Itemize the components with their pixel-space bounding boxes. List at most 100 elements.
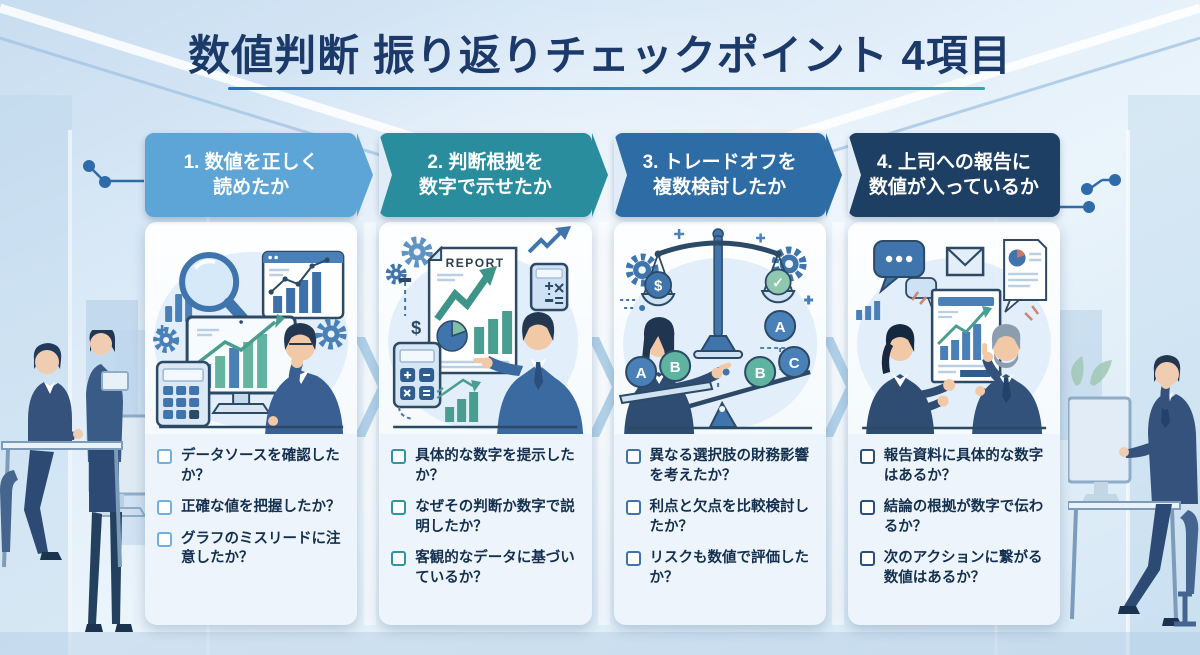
report-discussion-illustration bbox=[855, 239, 1051, 434]
column-3-header: 3. トレードオフを 複数検討したか bbox=[613, 133, 843, 217]
report-document-icon: REPORT bbox=[426, 245, 518, 375]
checklist-item-text: なぜその判断か数字で説明したか？ bbox=[415, 499, 575, 535]
column-4-header-line1: 4. 上司への報告に bbox=[876, 151, 1031, 173]
checklist-item-text: 次のアクションに繋がる数値はあるか？ bbox=[883, 550, 1043, 586]
checkbox[interactable] bbox=[157, 531, 172, 547]
checklist-item-text: グラフのミスリードに注意したか？ bbox=[181, 530, 341, 567]
checklist-item: なぜその判断か数字で説明したか？ bbox=[391, 498, 582, 537]
column-4-header: 4. 上司への報告に 数値が入っているか bbox=[847, 133, 1060, 217]
column-2-card: REPORT bbox=[379, 222, 592, 625]
checklist-item: 正確な値を把握したか？ bbox=[157, 498, 348, 518]
circuit-dots-decoration-left bbox=[83, 160, 144, 188]
checklist-item-text: 客観的なデータに基づいているか？ bbox=[415, 550, 575, 586]
column-2-illustration: REPORT bbox=[379, 222, 592, 434]
checkbox[interactable] bbox=[859, 449, 875, 464]
option-tray: A B bbox=[618, 350, 713, 405]
checklist-item: 利点と欠点を比較検討したか？ bbox=[625, 498, 817, 537]
checklist-item-text: 異なる選択肢の財務影響を考えたか？ bbox=[649, 448, 810, 484]
column-3-card: $ ✓ A bbox=[613, 222, 826, 625]
check-pan-label: ✓ bbox=[772, 275, 784, 291]
column-2-checklist: 具体的な数字を提示したか？ なぜその判断か数字で説明したか？ 客観的なデータに基… bbox=[379, 434, 591, 596]
chart-panel-icon bbox=[261, 250, 345, 320]
checklist-item: 次のアクションに繋がる数値はあるか？ bbox=[859, 549, 1051, 588]
checklist-item: 具体的な数字を提示したか？ bbox=[391, 447, 582, 486]
column-1-header: 1. 数値を正しく 読めたか bbox=[145, 133, 374, 217]
column-3-checklist: 異なる選択肢の財務影響を考えたか？ 利点と欠点を比較検討したか？ リスクも数値で… bbox=[614, 434, 826, 596]
gear-icon bbox=[625, 253, 659, 287]
column-4-card: 報告資料に具体的な数字はあるか？ 結論の根拠が数字で伝わるか？ 次のアクションに… bbox=[847, 222, 1060, 625]
option-b-label: B bbox=[754, 365, 765, 382]
checklist-item-text: 報告資料に具体的な数字はあるか？ bbox=[883, 448, 1044, 484]
checklist-item-text: 正確な値を把握したか？ bbox=[181, 499, 341, 516]
title-underline bbox=[228, 87, 985, 90]
option-a-label: A bbox=[774, 319, 785, 336]
presenting-person bbox=[473, 312, 584, 434]
presenting-woman bbox=[865, 324, 955, 434]
gear-icon bbox=[385, 263, 407, 285]
page-title: 数値判断 振り返りチェックポイント 4項目 bbox=[188, 32, 1012, 79]
checklist-item: データソースを確認したか？ bbox=[157, 447, 348, 486]
checklist-item-text: 利点と欠点を比較検討したか？ bbox=[649, 499, 810, 535]
envelope-icon bbox=[945, 246, 985, 277]
checkbox[interactable] bbox=[391, 551, 407, 567]
trade-off-balance-illustration: $ ✓ A bbox=[618, 228, 817, 434]
report-title-label: REPORT bbox=[446, 256, 505, 270]
mini-bar-chart-icon bbox=[436, 378, 482, 422]
mini-bar-chart-icon bbox=[855, 301, 880, 320]
checkpoint-column-3: 3. トレードオフを 複数検討したか bbox=[613, 133, 843, 625]
office-scene-left bbox=[0, 330, 164, 632]
checklist-item-text: リスクも数値で評価したか？ bbox=[649, 550, 810, 586]
column-2-header-line1: 2. 判断根拠を bbox=[427, 151, 544, 173]
checklist-item-text: 具体的な数字を提示したか？ bbox=[415, 448, 575, 484]
checkpoint-column-1: 1. 数値を正しく 読めたか bbox=[145, 133, 374, 625]
checkpoint-columns: 1. 数値を正しく 読めたか bbox=[145, 133, 1060, 625]
checklist-item: リスクも数値で評価したか？ bbox=[625, 549, 817, 588]
column-3-header-line1: 3. トレードオフを bbox=[642, 151, 797, 173]
checkbox[interactable] bbox=[859, 551, 875, 567]
gear-icon bbox=[153, 327, 180, 353]
option-a-label: A bbox=[635, 365, 646, 382]
balance-scale-icon: $ ✓ bbox=[640, 228, 796, 359]
checkbox[interactable] bbox=[859, 500, 875, 516]
checkbox[interactable] bbox=[625, 551, 641, 567]
column-1-checklist: データソースを確認したか？ 正確な値を把握したか？ グラフのミスリードに注意した… bbox=[145, 434, 357, 577]
column-4-checklist: 報告資料に具体的な数字はあるか？ 結論の根拠が数字で伝わるか？ 次のアクションに… bbox=[848, 434, 1060, 596]
checklist-item: 異なる選択肢の財務影響を考えたか？ bbox=[625, 447, 817, 486]
pie-document-icon bbox=[1002, 239, 1047, 313]
column-1-card: データソースを確認したか？ 正確な値を把握したか？ グラフのミスリードに注意した… bbox=[145, 222, 358, 625]
checkbox[interactable] bbox=[625, 500, 641, 516]
checkbox[interactable] bbox=[391, 449, 407, 464]
checkpoint-column-4: 4. 上司への報告に 数値が入っているか bbox=[847, 133, 1060, 625]
gear-icon bbox=[401, 236, 433, 268]
checkbox[interactable] bbox=[625, 449, 641, 464]
checklist-item-text: 結論の根拠が数字で伝わるか？ bbox=[883, 499, 1044, 535]
checklist-item: 結論の根拠が数字で伝わるか？ bbox=[859, 498, 1051, 537]
checkbox[interactable] bbox=[391, 500, 407, 516]
thinking-person bbox=[265, 323, 344, 434]
column-3-illustration: $ ✓ A bbox=[613, 222, 826, 434]
column-2-header: 2. 判断根拠を 数字で示せたか bbox=[379, 133, 608, 217]
column-4-header-line2: 数値が入っているか bbox=[868, 177, 1039, 198]
speech-bubble-icon bbox=[872, 240, 925, 295]
magnifier-icon bbox=[179, 252, 253, 329]
column-3-header-line2: 複数検討したか bbox=[653, 177, 787, 198]
column-1-illustration bbox=[145, 222, 358, 434]
option-b-label: B bbox=[669, 359, 680, 376]
checkbox[interactable] bbox=[157, 500, 172, 516]
checklist-item: 報告資料に具体的な数字はあるか？ bbox=[859, 447, 1051, 486]
mini-calculator-icon bbox=[530, 262, 569, 312]
checklist-item-text: データソースを確認したか？ bbox=[181, 448, 340, 484]
column-4-illustration bbox=[847, 222, 1060, 434]
calculator-icon bbox=[155, 360, 211, 428]
listening-boss bbox=[971, 324, 1042, 434]
report-presentation-illustration: REPORT bbox=[385, 226, 584, 434]
circuit-dots-decoration-right bbox=[1054, 174, 1121, 213]
dollar-label: $ bbox=[411, 318, 421, 338]
analyzing-charts-illustration bbox=[153, 250, 349, 434]
checkpoint-column-2: 2. 判断根拠を 数字で示せたか bbox=[379, 133, 608, 625]
option-c-label: C bbox=[788, 355, 799, 372]
checkbox[interactable] bbox=[157, 449, 172, 464]
column-1-header-line1: 1. 数値を正しく bbox=[183, 151, 319, 173]
checklist-item: 客観的なデータに基づいているか？ bbox=[391, 549, 582, 588]
calculator-icon bbox=[393, 341, 442, 409]
